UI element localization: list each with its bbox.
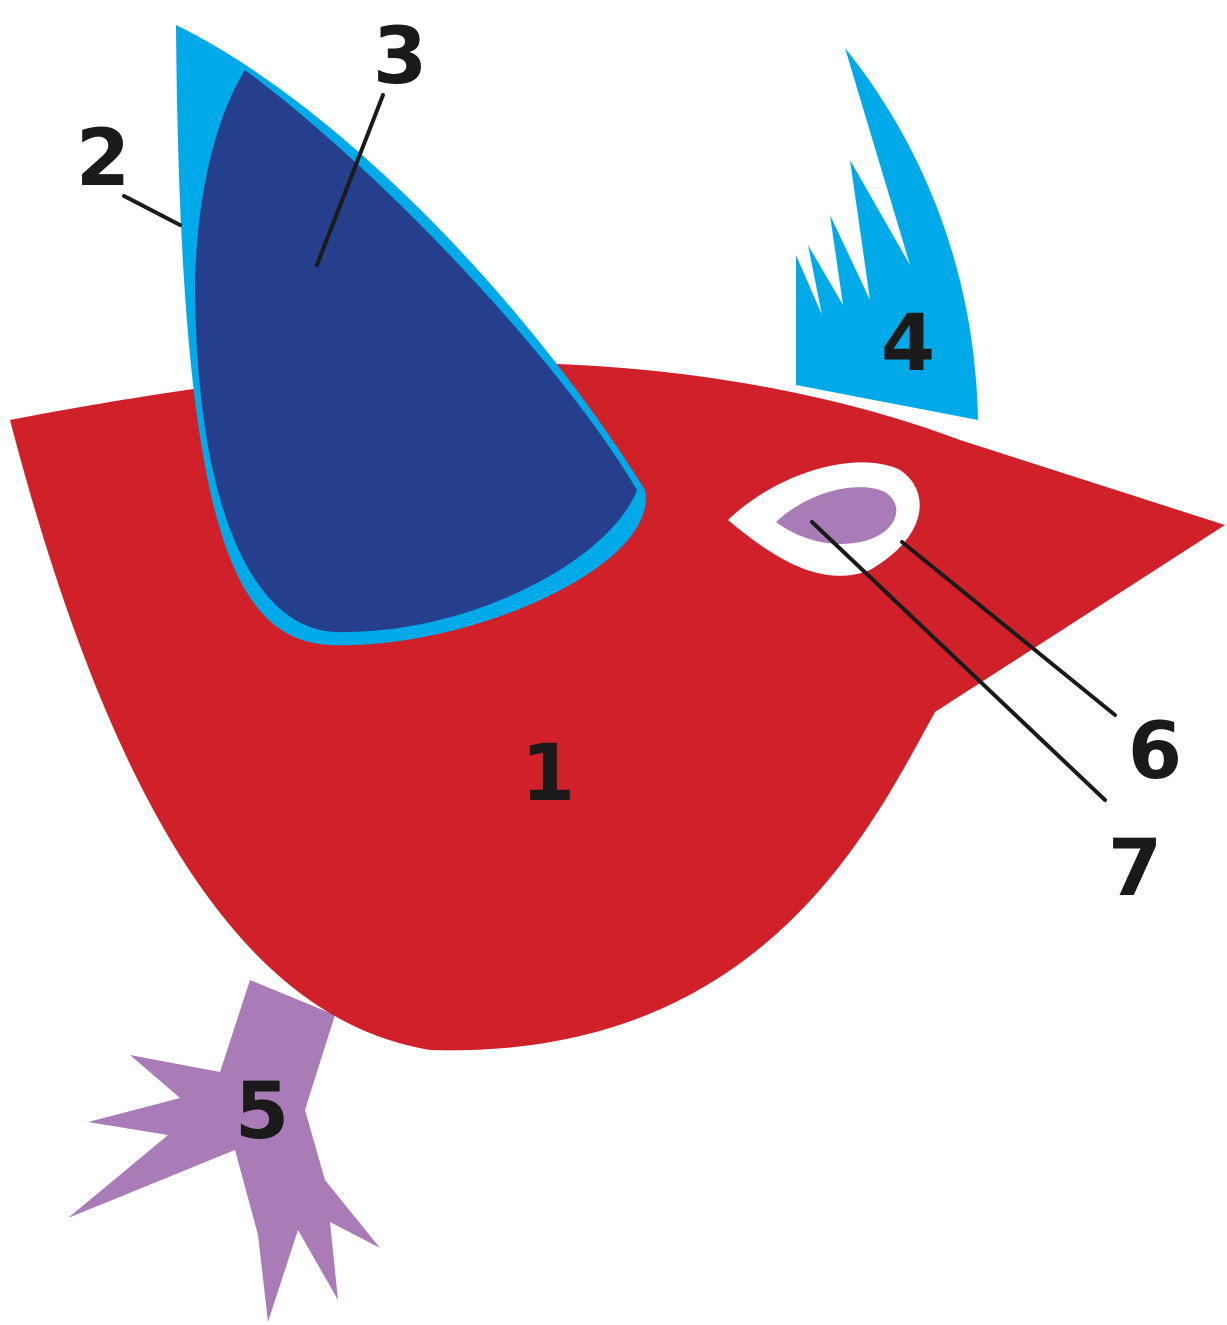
leader-line-2 (122, 194, 182, 227)
tail-shape (796, 48, 978, 420)
leg-shape (68, 980, 380, 1322)
label-tail-number: 4 (881, 299, 935, 389)
label-eye-white-number: 6 (1128, 707, 1182, 797)
label-wing-inner-number: 3 (373, 12, 427, 102)
leader-line-6 (900, 540, 1117, 717)
label-wing-outline-number: 2 (76, 114, 130, 204)
label-eye-iris-number: 7 (1108, 824, 1162, 914)
leader-line-3 (315, 93, 385, 267)
eye-iris-shape (776, 487, 897, 544)
wing-inner-shape (195, 70, 637, 633)
label-leg-number: 5 (235, 1067, 289, 1157)
label-body-number: 1 (521, 729, 575, 819)
leader-line-7 (810, 520, 1107, 802)
